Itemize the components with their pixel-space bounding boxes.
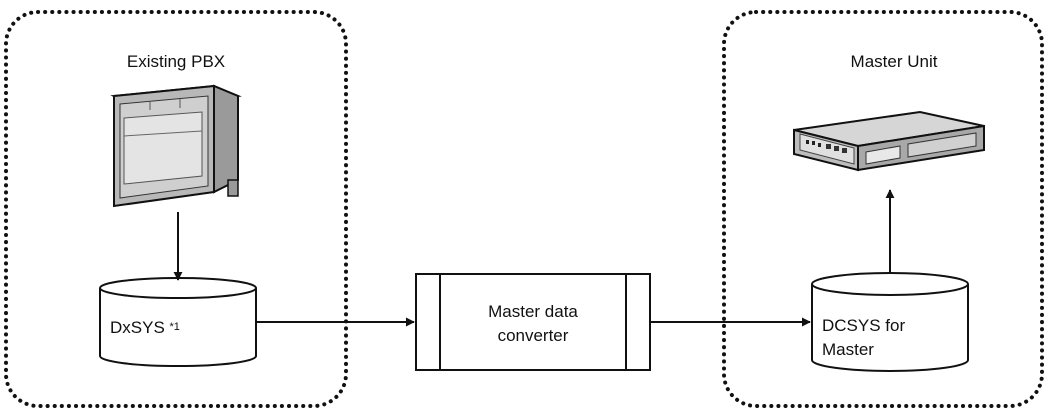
- pbx-cabinet-icon: [110, 84, 242, 208]
- master-data-converter-box: [415, 273, 651, 371]
- master-unit-title: Master Unit: [850, 52, 938, 71]
- dxsys-label: DxSYS *1: [110, 318, 180, 340]
- dcsys-label-line1: DCSYS for: [822, 316, 906, 335]
- converter-label-line1: Master data: [488, 302, 578, 321]
- dxsys-footnote-marker: *1: [169, 321, 180, 333]
- dxsys-name: DxSYS: [110, 318, 170, 337]
- dcsys-label-line2: Master: [822, 340, 874, 359]
- master-unit-device-icon: [793, 110, 985, 172]
- existing-pbx-group-border: [4, 10, 348, 408]
- existing-pbx-title: Existing PBX: [126, 52, 226, 71]
- converter-label-line2: converter: [497, 326, 569, 345]
- master-unit-group-border: [722, 10, 1044, 408]
- dcsys-database-cylinder: [811, 272, 969, 372]
